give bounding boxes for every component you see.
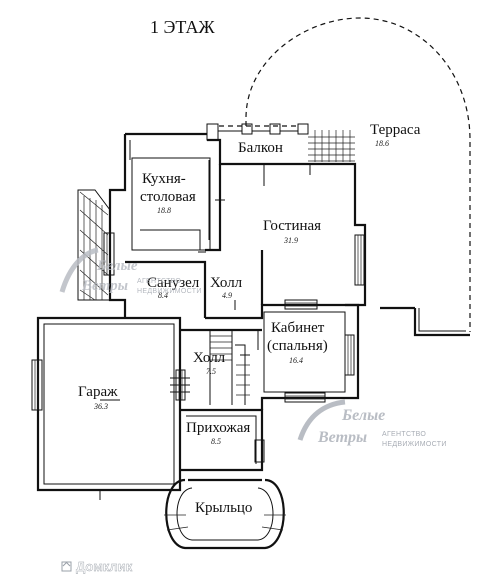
entrance-label: Прихожая xyxy=(186,420,250,436)
living-label: Гостиная xyxy=(263,218,321,234)
staircase xyxy=(170,330,250,405)
study-label-line2: (спальня) xyxy=(267,338,328,354)
house-walls xyxy=(36,132,367,492)
garage-area: 36.3 xyxy=(93,402,108,411)
terrace-area: 18.6 xyxy=(375,139,389,148)
balcony-outline xyxy=(206,123,355,162)
bathroom-area: 8.4 xyxy=(158,291,168,300)
living-area: 31.9 xyxy=(283,236,298,245)
logo-lower-line2: Ветры xyxy=(317,429,367,446)
porch-label: Крыльцо xyxy=(195,500,252,516)
hall-lower-label: Холл xyxy=(193,350,226,366)
watermark-text: Домклик xyxy=(76,559,133,574)
kitchen-label-line1: Кухня- xyxy=(142,171,186,187)
porch-outline xyxy=(164,478,286,550)
hall-lower-area: 7.5 xyxy=(206,367,216,376)
logo-lower-sub1: АГЕНТСТВО xyxy=(382,431,426,438)
logo-upper-line2: Ветры xyxy=(81,278,128,294)
door-ticks xyxy=(99,164,311,500)
garage-label: Гараж xyxy=(78,384,118,400)
logo-upper-sub2: НЕДВИЖИМОСТИ xyxy=(137,288,202,295)
terrace-label: Терраса xyxy=(370,122,421,138)
bathroom-label: Санузел xyxy=(147,275,200,291)
domclick-watermark: Домклик xyxy=(61,559,133,574)
hall-upper-label: Холл xyxy=(210,275,243,291)
floor-title: 1 ЭТАЖ xyxy=(150,17,215,37)
logo-lower-line1: Белые xyxy=(341,407,385,424)
agency-logo-lower: Белые Ветры АГЕНТСТВО НЕДВИЖИМОСТИ xyxy=(297,399,447,448)
left-annex xyxy=(77,189,111,301)
logo-upper-sub1: АГЕНТСТВО xyxy=(137,278,181,285)
agency-logo-upper: Белые Ветры АГЕНТСТВО НЕДВИЖИМОСТИ xyxy=(59,247,202,295)
kitchen-label-line2: столовая xyxy=(140,189,196,205)
terrace-outline xyxy=(219,17,471,337)
logo-lower-sub2: НЕДВИЖИМОСТИ xyxy=(382,441,447,448)
kitchen-area: 18.8 xyxy=(157,206,171,215)
entrance-area: 8.5 xyxy=(211,437,221,446)
study-area: 16.4 xyxy=(289,356,303,365)
room-labels: Терраса 18.6 Балкон Кухня- столовая 18.8… xyxy=(78,122,421,516)
hall-upper-area: 4.9 xyxy=(222,291,232,300)
balcony-label: Балкон xyxy=(238,140,283,156)
logo-upper-line1: Белые xyxy=(96,258,138,274)
study-label-line1: Кабинет xyxy=(271,320,325,336)
